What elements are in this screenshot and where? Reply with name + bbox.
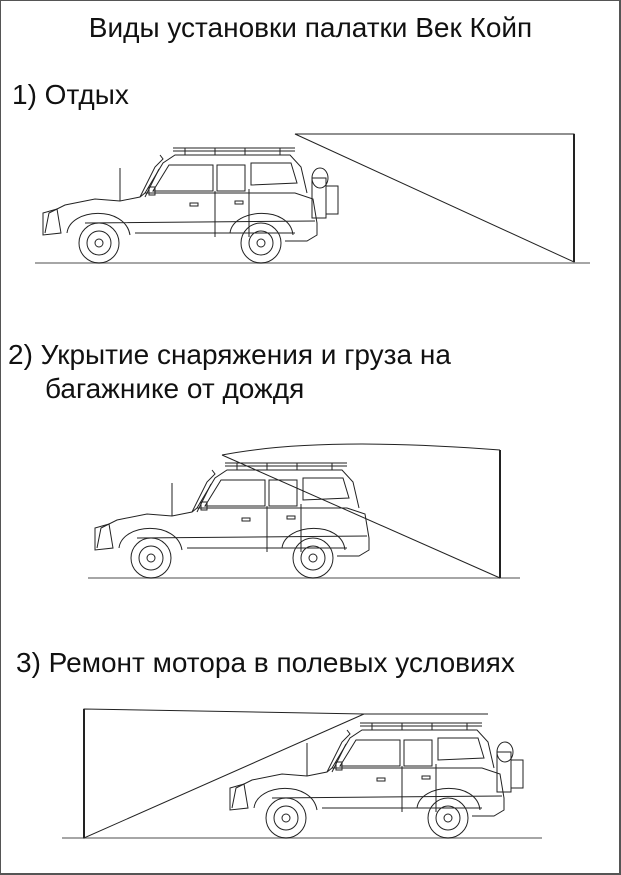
section-3-heading: 3) Ремонт мотора в полевых условиях <box>16 647 515 678</box>
page-title: Виды установки палатки Век Койп <box>88 12 533 43</box>
awning-outline <box>294 133 575 263</box>
awning-diagonal <box>221 454 501 579</box>
scene-2-cargo-cover <box>88 443 520 579</box>
suv-drawing <box>94 462 370 579</box>
spare-tire <box>311 167 339 219</box>
spare-tire <box>496 741 524 793</box>
scene-1-rest <box>35 133 590 264</box>
frame-edge-right <box>619 0 621 875</box>
section-1-heading: 1) Отдых <box>12 79 129 110</box>
section-2-heading-line2: багажнике от дождя <box>45 373 305 404</box>
suv-drawing <box>229 722 505 839</box>
scene-3-engine-repair <box>62 708 542 839</box>
awning-top-curve <box>221 443 501 456</box>
suv-drawing <box>42 147 318 264</box>
section-2-heading-line1: 2) Укрытие снаряжения и груза на <box>8 339 451 370</box>
frame-edge-bottom <box>0 873 621 875</box>
